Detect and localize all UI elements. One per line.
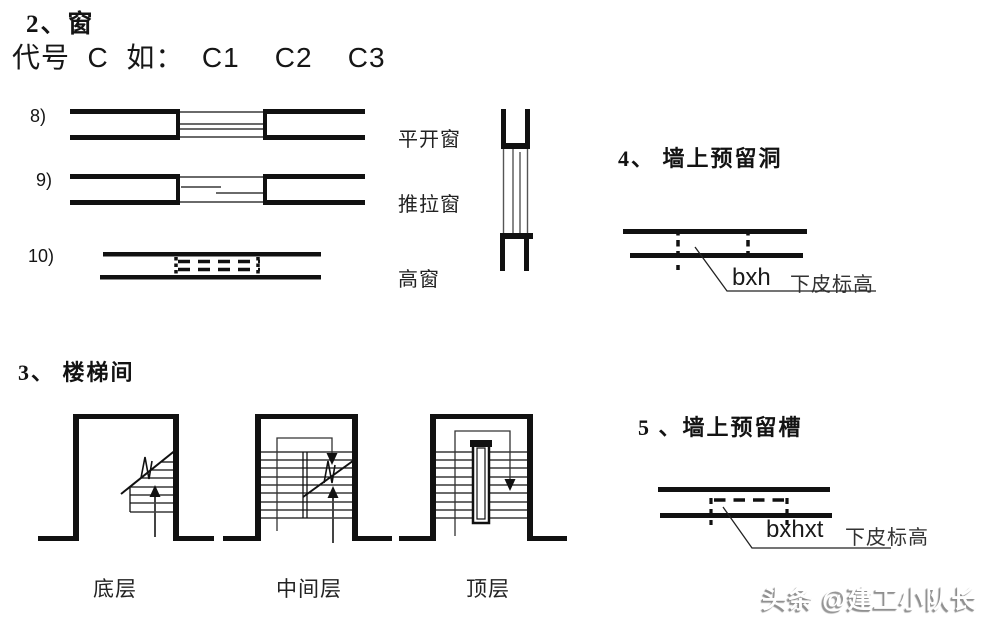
floor-label-top: 顶层 (466, 577, 510, 601)
window-item-8-number: 8) (30, 106, 47, 126)
hole-dimension-label: bxh (732, 264, 771, 291)
vertical-window-symbol (500, 109, 533, 271)
hole-section-heading: 4、 墙上预留洞 (618, 146, 783, 171)
stair-plan-bottom-floor (38, 414, 214, 541)
high-window-label: 高窗 (398, 269, 440, 291)
hole-elevation-label: 下皮标高 (790, 274, 874, 296)
sliding-window-label: 推拉窗 (398, 194, 461, 216)
stairs-section-heading: 3、 楼梯间 (18, 360, 135, 385)
slot-elevation-label: 下皮标高 (845, 527, 929, 549)
high-window-symbol (100, 252, 321, 280)
casement-window-symbol (70, 109, 365, 140)
page-title: 2、窗 (26, 11, 95, 38)
stair-plan-top-floor (399, 414, 567, 541)
casement-window-label: 平开窗 (398, 129, 461, 151)
slot-section-heading: 5 、墙上预留槽 (638, 415, 803, 440)
wall-slot-diagram (658, 487, 891, 549)
window-item-10-number: 10) (28, 246, 55, 266)
slot-dimension-label: bxhxt (766, 516, 824, 543)
watermark: 头条 @建工小队长 (762, 586, 978, 614)
floor-label-bottom: 底层 (93, 577, 137, 601)
sliding-window-symbol (70, 174, 365, 205)
floor-label-middle: 中间层 (276, 577, 342, 601)
wall-hole-diagram (623, 229, 876, 292)
stair-plan-middle-floor (223, 414, 392, 543)
window-code-line: 代号 C 如： C1 C2 C3 (12, 42, 386, 73)
window-item-9-number: 9) (36, 170, 53, 190)
